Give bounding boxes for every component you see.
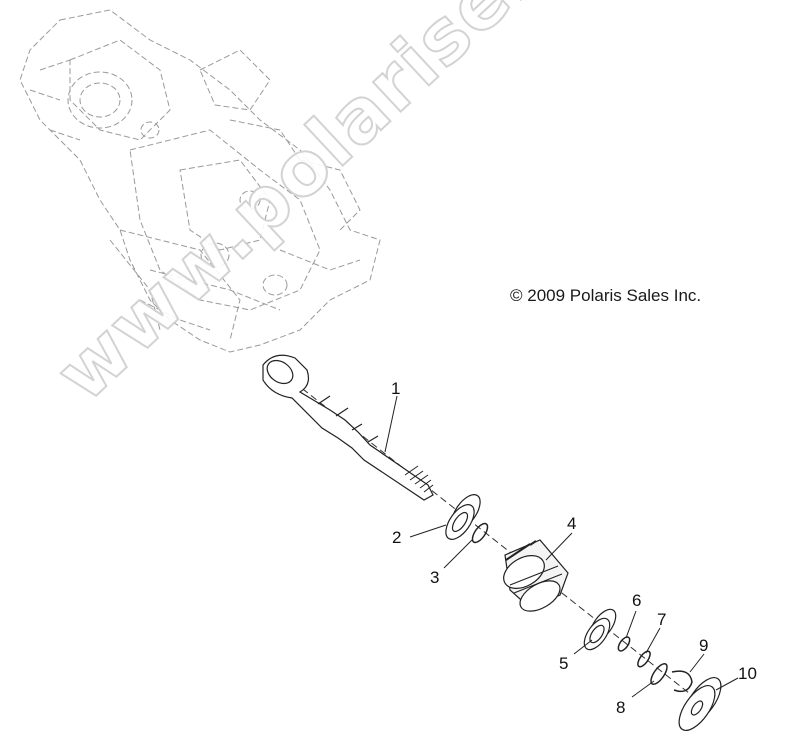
part-snap-ring-8: [650, 663, 668, 685]
part-cap-10: [678, 677, 722, 731]
callout-7: 7: [657, 610, 666, 629]
leader-3: [443, 539, 473, 569]
leader-5: [573, 639, 593, 655]
part-ring-6: [617, 636, 631, 652]
callout-2: 2: [392, 528, 401, 547]
callout-10: 10: [738, 664, 757, 683]
part-shaft: [262, 354, 434, 501]
callout-3: 3: [430, 568, 439, 587]
part-snap-ring-3: [471, 522, 489, 544]
callout-4: 4: [567, 514, 576, 533]
part-ring-7: [637, 650, 651, 668]
part-clip-9: [671, 670, 693, 693]
engine-housing-ghost: [19, 9, 381, 353]
part-bearing-5: [583, 608, 617, 651]
callouts: 1 2 3 4 5 6 7 8 9 10: [391, 379, 757, 717]
copyright-text: © 2009 Polaris Sales Inc.: [510, 286, 702, 305]
part-gear-4: [503, 539, 569, 612]
leader-2: [409, 524, 447, 538]
callout-1: 1: [391, 379, 400, 398]
leader-6: [625, 610, 637, 639]
leader-lines: [384, 395, 739, 698]
callout-5: 5: [559, 654, 568, 673]
leader-8: [631, 680, 655, 698]
callout-9: 9: [699, 636, 708, 655]
callout-6: 6: [632, 591, 641, 610]
leader-4: [545, 532, 573, 561]
leader-7: [645, 627, 661, 654]
part-bearing-2: [445, 494, 481, 540]
leader-1: [384, 395, 398, 453]
leader-9: [689, 653, 705, 673]
callout-8: 8: [616, 698, 625, 717]
leader-10: [715, 677, 739, 691]
